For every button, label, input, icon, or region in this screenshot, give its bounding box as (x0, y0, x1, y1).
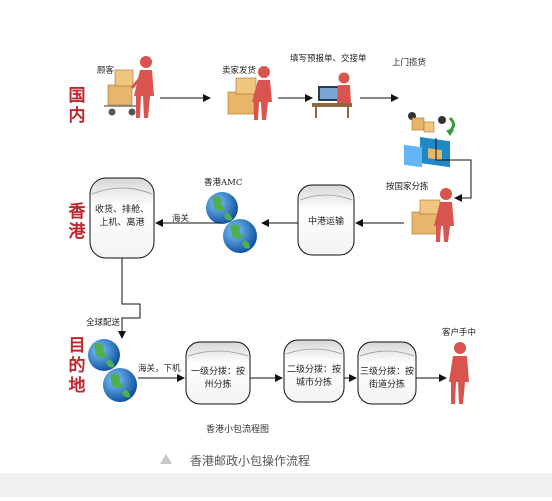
seller-ships-icon (227, 66, 272, 120)
footer: 香港邮政小包操作流程 (0, 450, 552, 472)
box-level2 (283, 339, 345, 403)
box-level2-text: 二级分拨：按城市分拣 (286, 365, 341, 388)
region-hongkong: 香港 (68, 202, 86, 242)
label-hk-amc: 香港AMC (204, 178, 243, 188)
label-sort-by-country: 按国家分拣 (386, 182, 429, 192)
label-pickup: 上门揽货 (392, 58, 427, 68)
label-customer: 顾客 (97, 66, 115, 76)
box-china-hk-transport-text: 中港运输 (307, 217, 344, 227)
global-delivery-globe-icon (88, 339, 137, 402)
pickup-truck-icon (404, 112, 455, 168)
bottom-bar (0, 473, 552, 497)
label-customs-hk: 海关 (172, 214, 190, 224)
triangle-icon (160, 454, 172, 464)
footer-caption: 香港邮政小包操作流程 (190, 454, 311, 468)
recipient-icon (449, 342, 469, 404)
sort-by-country-icon (411, 188, 454, 242)
box-level1-text: 一级分拨：按州分拣 (190, 367, 245, 390)
hk-amc-globe-icon (206, 192, 257, 253)
box-hk-operations-text: 收货、排舱、上机、离港 (94, 205, 149, 228)
region-domestic: 国内 (68, 86, 86, 126)
label-customs-dest: 海关，下机 (138, 364, 181, 374)
label-recipient: 客户手中 (442, 328, 477, 338)
label-seller-ships: 卖家发货 (222, 66, 257, 76)
box-level3-text: 三级分拨：按街道分拣 (360, 367, 415, 390)
label-fill-forms: 填写预报单、交接单 (290, 54, 367, 64)
box-china-hk-transport (297, 184, 355, 256)
box-level3 (357, 341, 417, 405)
region-destination: 目的地 (68, 336, 86, 396)
box-level1 (185, 341, 251, 405)
customer-icon (104, 56, 154, 118)
fill-forms-icon (312, 72, 352, 118)
diagram-caption: 香港小包流程图 (206, 425, 270, 435)
label-global-delivery: 全球配送 (86, 318, 121, 328)
